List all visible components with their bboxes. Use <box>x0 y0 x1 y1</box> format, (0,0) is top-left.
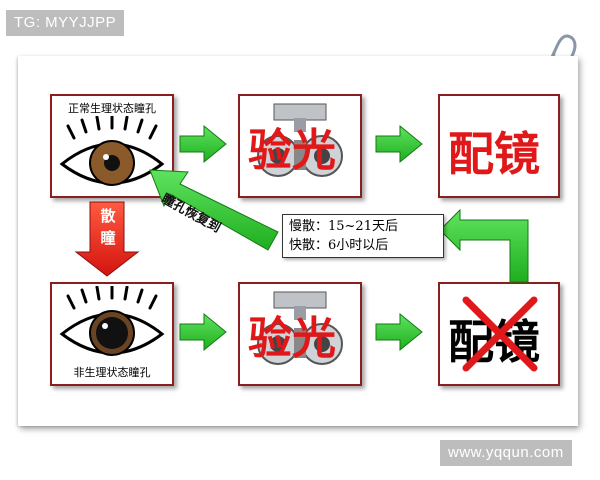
watermark-bottom: www.yqqun.com <box>440 440 572 466</box>
elbow-arrow-icon <box>439 208 529 283</box>
arrow-right-icon <box>179 124 227 164</box>
recovery-note: 慢散：15~21天后 快散：6小时以后 <box>282 214 444 258</box>
dilated-pupil-box: 非生理状态瞳孔 <box>50 282 174 386</box>
dilate-text-2: 瞳 <box>100 229 116 247</box>
top-optometry-text: 验光 <box>248 125 336 176</box>
dilate-arrow-icon <box>74 201 140 277</box>
bottom-glasses-box: 配镜 <box>438 282 560 386</box>
top-glasses-box: 配镜 <box>438 94 560 198</box>
dilate-text-1: 散 <box>100 207 116 225</box>
watermark-top: TG: MYYJJPP <box>6 10 125 36</box>
normal-pupil-box: 正常生理状态瞳孔 <box>50 94 174 198</box>
top-glasses-text: 配镜 <box>448 127 540 181</box>
cross-mark-icon <box>462 296 538 372</box>
normal-pupil-label: 正常生理状态瞳孔 <box>68 102 156 115</box>
arrow-right-icon <box>179 312 227 352</box>
bottom-optometry-box: 验光 <box>238 282 362 386</box>
normal-eye-icon <box>59 116 165 186</box>
phoropter-icon <box>257 103 343 177</box>
dilated-eye-icon <box>59 286 165 356</box>
bottom-optometry-text: 验光 <box>248 313 336 364</box>
recovery-slow-line: 慢散：15~21天后 <box>289 219 398 234</box>
dilated-pupil-label: 非生理状态瞳孔 <box>73 366 151 379</box>
recovery-fast-line: 快散：6小时以后 <box>289 238 389 253</box>
phoropter-icon <box>257 291 343 365</box>
arrow-right-icon <box>375 312 423 352</box>
recovery-arrow-icon <box>149 169 279 251</box>
arrow-right-icon <box>375 124 423 164</box>
top-optometry-box: 验光 <box>238 94 362 198</box>
